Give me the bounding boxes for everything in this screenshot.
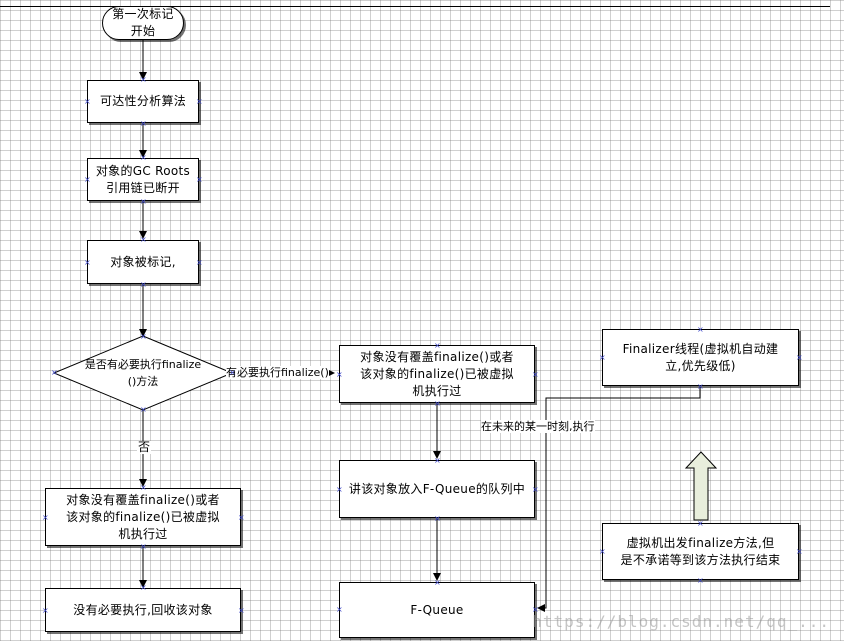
decision-label: 是否有必要执行finalize ()方法 (84, 358, 202, 388)
start-terminal: 第一次标记 开始 (102, 6, 184, 40)
connection-point-marker: × (434, 514, 441, 523)
left-not-overridden-box: 对象没有覆盖finalize()或者 该对象的finalize()已被虚拟 机执… (45, 488, 241, 546)
connection-point-marker: × (196, 97, 203, 106)
no-need-reclaim-box: 没有必要执行,回收该对象 (45, 588, 241, 632)
start-label: 第一次标记 开始 (112, 7, 174, 38)
future-edge-label: 在未来的某一时刻,执行 (481, 420, 595, 433)
connection-point-marker: × (140, 280, 147, 289)
connection-point-marker: × (229, 368, 236, 377)
marked-box: 对象被标记, (87, 240, 199, 284)
connection-point-marker: × (599, 547, 606, 556)
connection-point-marker: × (42, 606, 49, 615)
connection-point-marker: × (434, 456, 441, 465)
reachability-label: 可达性分析算法 (99, 94, 187, 108)
connection-point-marker: × (140, 235, 147, 244)
connection-point-marker: × (697, 576, 704, 585)
connection-point-marker: × (196, 175, 203, 184)
diamond-shape (52, 335, 234, 411)
hollow-up-arrow (684, 451, 718, 521)
finalizer-thread-box: Finalizer线程(虚拟机自动建 立,优先级低) (602, 329, 799, 386)
fqueue-label: F-Queue (410, 602, 464, 617)
connection-point-marker: × (51, 368, 58, 377)
watermark-text: https://blog.csdn.net/qq_... (532, 612, 830, 631)
mid-not-overridden-label: 对象没有覆盖finalize()或者 该对象的finalize()已被虚拟 机执… (360, 349, 514, 398)
connection-point-marker: × (336, 605, 343, 614)
connection-point-marker: × (140, 332, 147, 341)
vm-trigger-label: 虚拟机出发finalize方法,但 是不承诺等到该方法执行结束 (620, 535, 781, 567)
connection-point-marker: × (140, 153, 147, 162)
connection-point-marker: × (140, 119, 147, 128)
connection-point-marker: × (336, 370, 343, 379)
top-border-line (0, 6, 830, 7)
reachability-box: 可达性分析算法 (87, 80, 199, 123)
connection-point-marker: × (140, 583, 147, 592)
gc-roots-box: 对象的GC Roots 引用链已断开 (87, 158, 199, 201)
need-edge-label: 有必要执行finalize() (226, 366, 329, 379)
left-not-overridden-label: 对象没有覆盖finalize()或者 该对象的finalize()已被虚拟 机执… (66, 492, 220, 541)
connection-point-marker: × (599, 353, 606, 362)
connection-point-marker: × (238, 513, 245, 522)
connection-point-marker: × (697, 382, 704, 391)
connection-point-marker: × (140, 483, 147, 492)
connection-point-marker: × (84, 175, 91, 184)
connection-point-marker: × (796, 353, 803, 362)
mid-not-overridden-box: 对象没有覆盖finalize()或者 该对象的finalize()已被虚拟 机执… (339, 345, 535, 403)
vm-trigger-box: 虚拟机出发finalize方法,但 是不承诺等到该方法执行结束 (602, 523, 799, 580)
put-in-queue-box: 讲该对象放入F-Queue的队列中 (339, 460, 535, 518)
connection-point-marker: × (697, 325, 704, 334)
no-edge-label: 否 (137, 440, 152, 454)
connection-point-marker: × (42, 513, 49, 522)
connection-point-marker: × (238, 606, 245, 615)
connection-point-marker: × (532, 485, 539, 494)
connection-point-marker: × (434, 399, 441, 408)
connection-point-marker: × (697, 519, 704, 528)
connection-point-marker: × (532, 370, 539, 379)
connection-point-marker: × (196, 258, 203, 267)
gc-roots-label: 对象的GC Roots 引用链已断开 (95, 163, 191, 195)
connection-point-marker: × (434, 341, 441, 350)
connection-point-marker: × (434, 578, 441, 587)
connection-point-marker: × (140, 542, 147, 551)
put-in-queue-label: 讲该对象放入F-Queue的队列中 (348, 481, 526, 496)
marked-label: 对象被标记, (110, 254, 176, 269)
connection-point-marker: × (532, 605, 539, 614)
connection-point-marker: × (84, 97, 91, 106)
connection-point-marker: × (84, 258, 91, 267)
connection-point-marker: × (140, 75, 147, 84)
connection-point-marker: × (140, 197, 147, 206)
connection-point-marker: × (796, 547, 803, 556)
connection-point-marker: × (336, 485, 343, 494)
fqueue-box: F-Queue (339, 582, 535, 638)
finalizer-thread-label: Finalizer线程(虚拟机自动建 立,优先级低) (622, 341, 779, 373)
connection-point-marker: × (140, 405, 147, 414)
no-need-reclaim-label: 没有必要执行,回收该对象 (73, 602, 213, 617)
